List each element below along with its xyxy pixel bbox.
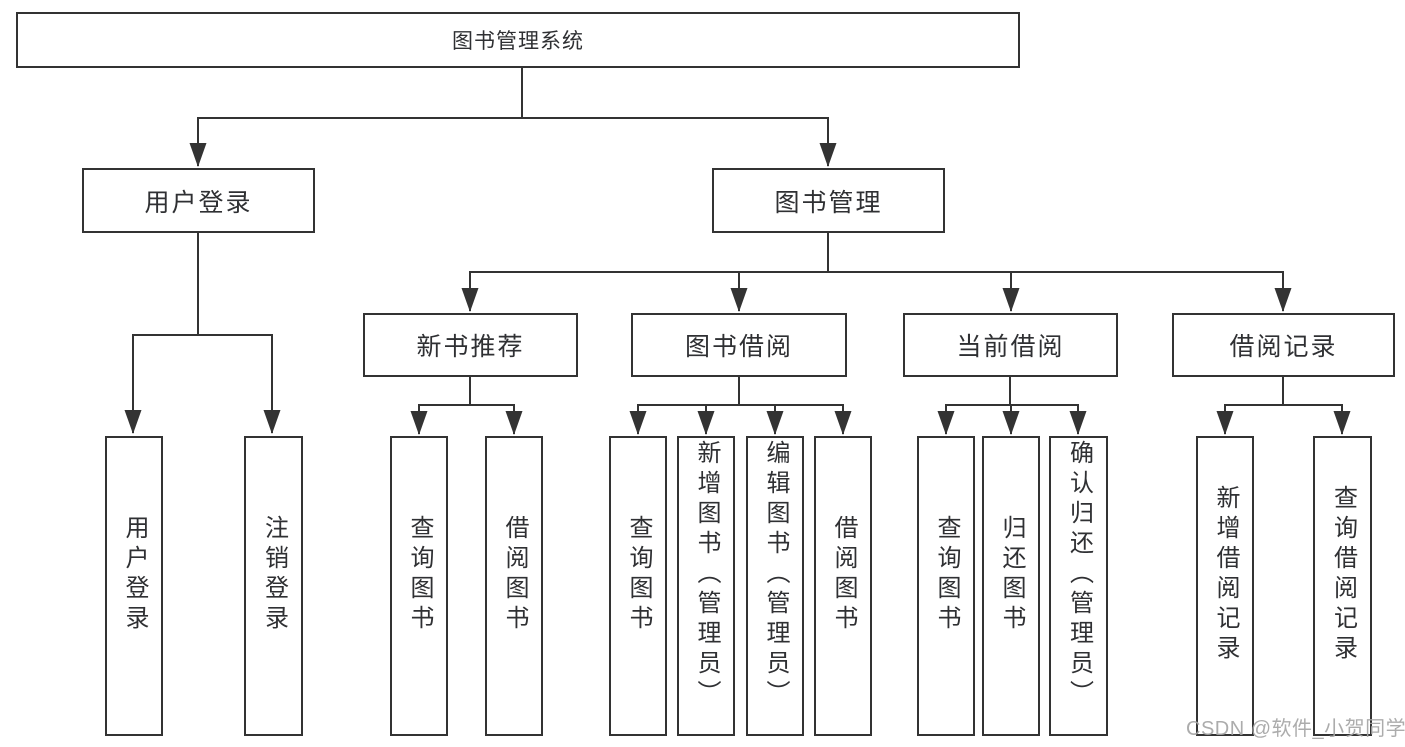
leaf-label: 查询借阅记录: [1329, 485, 1357, 665]
leaf-return-books: 归还图书: [982, 436, 1040, 736]
node-label: 图书管理系统: [452, 30, 584, 53]
leaf-label: 借阅图书: [501, 515, 528, 635]
csdn-watermark: CSDN @软件_小贺同学: [1186, 718, 1405, 740]
leaf-query-books-borrow: 查询图书: [609, 436, 667, 736]
node-borrowing-records: 借阅记录: [1172, 313, 1395, 377]
leaf-query-books-recommend: 查询图书: [390, 436, 448, 736]
node-label: 借阅记录: [1229, 333, 1338, 361]
leaf-add-borrow-record: 新增借阅记录: [1196, 436, 1254, 736]
leaf-label: 编辑图书（管理员）: [762, 440, 789, 710]
node-book-borrowing: 图书借阅: [631, 313, 847, 377]
leaf-label: 新增图书（管理员）: [693, 440, 720, 710]
leaf-label: 确认归还（管理员）: [1065, 440, 1093, 710]
leaf-logout: 注销登录: [244, 436, 303, 736]
leaf-edit-books-admin: 编辑图书（管理员）: [746, 436, 804, 736]
leaf-query-books-current: 查询图书: [917, 436, 975, 736]
leaf-label: 用户登录: [121, 515, 148, 635]
node-label: 新书推荐: [416, 333, 525, 361]
leaf-label: 借阅图书: [830, 515, 857, 635]
leaf-borrow-books: 借阅图书: [814, 436, 872, 736]
leaf-label: 归还图书: [998, 515, 1025, 635]
node-user-login: 用户登录: [82, 168, 315, 233]
node-book-management: 图书管理: [712, 168, 945, 233]
node-new-book-recommendation: 新书推荐: [363, 313, 578, 377]
node-label: 当前借阅: [956, 333, 1065, 361]
leaf-label: 查询图书: [933, 515, 960, 635]
leaf-add-books-admin: 新增图书（管理员）: [677, 436, 735, 736]
leaf-label: 查询图书: [406, 515, 433, 635]
node-label: 用户登录: [144, 188, 253, 217]
node-current-borrowing: 当前借阅: [903, 313, 1118, 377]
leaf-user-login: 用户登录: [105, 436, 163, 736]
node-label: 图书借阅: [684, 333, 793, 361]
leaf-label: 查询图书: [625, 515, 652, 635]
leaf-label: 新增借阅记录: [1212, 485, 1239, 665]
leaf-borrow-books-recommend: 借阅图书: [485, 436, 543, 736]
node-library-management-system: 图书管理系统: [16, 12, 1020, 68]
leaf-confirm-return-admin: 确认归还（管理员）: [1049, 436, 1108, 736]
leaf-label: 注销登录: [260, 515, 288, 635]
leaf-query-borrow-record: 查询借阅记录: [1313, 436, 1372, 736]
node-label: 图书管理: [774, 188, 883, 217]
